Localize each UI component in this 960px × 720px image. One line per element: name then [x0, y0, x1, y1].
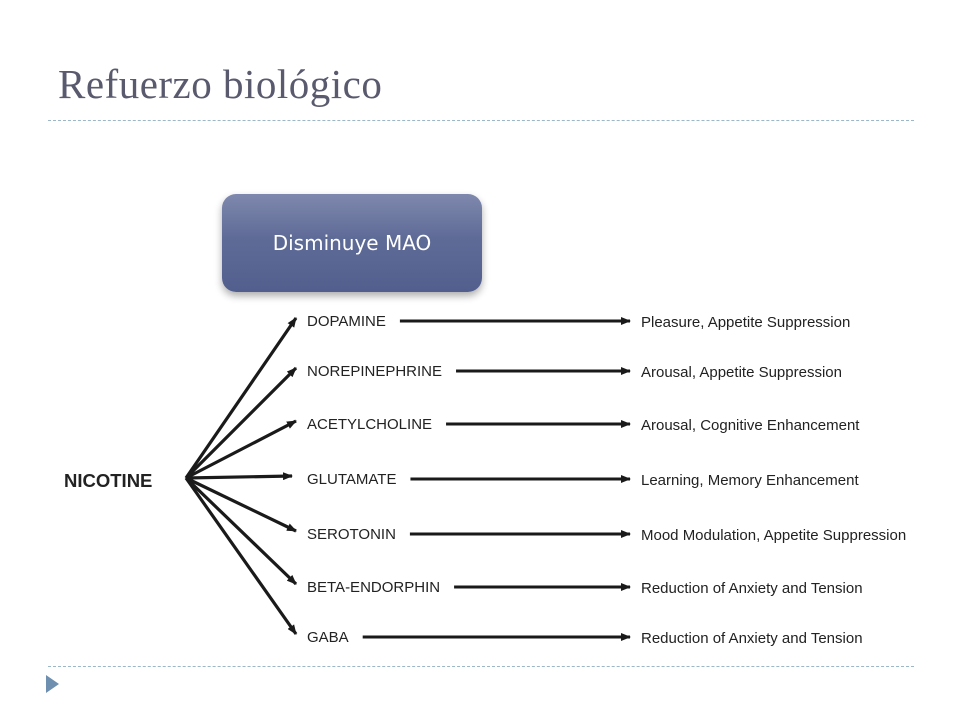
mao-callout-label: Disminuye MAO: [272, 231, 432, 255]
fan-arrow-beta-endorphin: [184, 476, 298, 586]
effect-label-beta-endorphin: Reduction of Anxiety and Tension: [641, 580, 863, 597]
effect-label-acetylcholine: Arousal, Cognitive Enhancement: [641, 417, 860, 434]
effect-label-glutamate: Learning, Memory Enhancement: [641, 472, 859, 489]
fan-arrow-glutamate: [185, 472, 293, 481]
fan-arrow-gaba: [184, 477, 298, 635]
neurotransmitter-label-acetylcholine: ACETYLCHOLINE: [307, 416, 432, 433]
fan-arrow-dopamine: [184, 317, 298, 479]
title-divider: [48, 120, 914, 121]
fan-arrow-serotonin: [185, 476, 297, 533]
neurotransmitter-label-beta-endorphin: BETA-ENDORPHIN: [307, 579, 440, 596]
slide-bullet-icon: [46, 675, 59, 693]
nicotine-label: NICOTINE: [64, 470, 152, 491]
slide-title: Refuerzo biológico: [58, 61, 383, 107]
effect-label-gaba: Reduction of Anxiety and Tension: [641, 630, 863, 647]
neurotransmitter-label-norepinephrine: NOREPINEPHRINE: [307, 363, 442, 380]
effect-label-norepinephrine: Arousal, Appetite Suppression: [641, 364, 842, 381]
footer-divider: [48, 666, 914, 667]
fan-arrow-norepinephrine: [184, 366, 298, 480]
neurotransmitter-label-glutamate: GLUTAMATE: [307, 471, 396, 488]
fan-arrow-acetylcholine: [185, 419, 297, 480]
neurotransmitter-label-dopamine: DOPAMINE: [307, 313, 386, 330]
neurotransmitter-label-gaba: GABA: [307, 629, 349, 646]
mao-callout-box: Disminuye MAO: [222, 194, 482, 292]
effect-label-dopamine: Pleasure, Appetite Suppression: [641, 314, 850, 331]
neurotransmitter-label-serotonin: SEROTONIN: [307, 526, 396, 543]
effect-label-serotonin: Mood Modulation, Appetite Suppression: [641, 527, 906, 544]
